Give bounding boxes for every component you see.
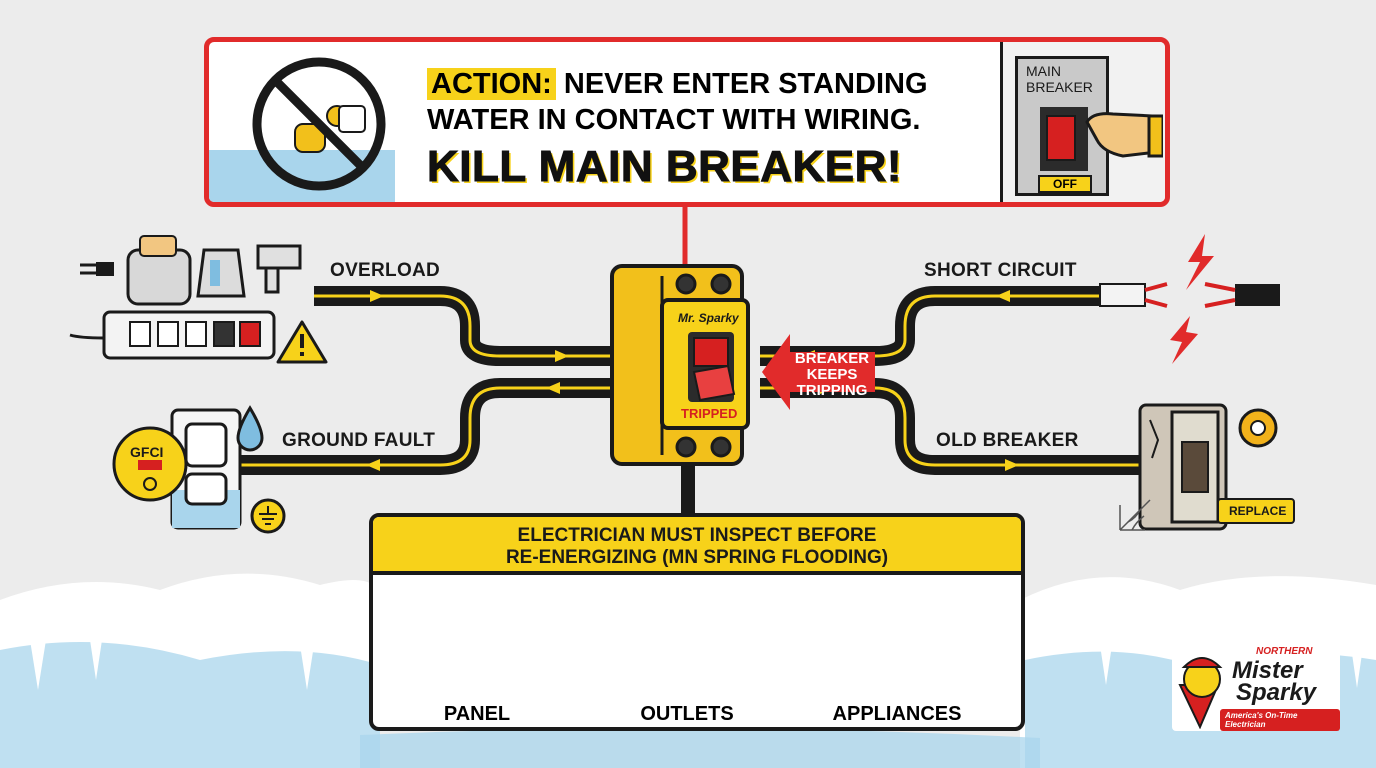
- ground-symbol-icon: [250, 498, 286, 534]
- alert-line-1: ACTION: NEVER ENTER STANDING: [427, 68, 928, 101]
- kettle-icon: [196, 248, 246, 298]
- logo-line-1: Mister: [1232, 657, 1303, 684]
- outlets-label: OUTLETS: [640, 703, 734, 725]
- power-strip-icon: [69, 310, 276, 360]
- gfci-label: GFCI: [130, 444, 164, 460]
- inspection-title-2: RE-ENERGIZING (MN SPRING FLOODING): [505, 547, 889, 568]
- action-label: ACTION:: [427, 68, 556, 100]
- off-label: OFF: [1038, 175, 1092, 193]
- hand-icon: [1085, 112, 1163, 158]
- plug-icon: [80, 262, 114, 276]
- frayed-wires-icon: [1099, 282, 1280, 308]
- tripping-line-1: BREAKER: [794, 350, 870, 367]
- wet-outlet-icon: [170, 408, 242, 530]
- wire-highlights: [240, 294, 1140, 467]
- gfci-badge: [112, 426, 188, 502]
- cobweb-icon: [1119, 499, 1151, 531]
- mister-sparky-logo: NORTHERN Mister Sparky America's On-Time…: [1172, 643, 1340, 731]
- mascot-icon: [1178, 657, 1223, 729]
- inspection-title-1: ELECTRICIAN MUST INSPECT BEFORE: [517, 525, 877, 546]
- ground-fault-label: GROUND FAULT: [282, 430, 436, 451]
- alert-line-1-rest: NEVER ENTER STANDING: [563, 68, 928, 100]
- alert-card: ACTION: NEVER ENTER STANDING WATER IN CO…: [204, 37, 1170, 207]
- short-circuit-label: SHORT CIRCUIT: [924, 260, 1077, 281]
- inspection-header: ELECTRICIAN MUST INSPECT BEFORE RE-ENERG…: [373, 517, 1021, 575]
- water-drop-icon: [236, 405, 264, 452]
- appliances-label: APPLIANCES: [832, 703, 962, 725]
- overload-label: OVERLOAD: [330, 260, 441, 281]
- warning-icon: [276, 320, 328, 364]
- main-breaker-label-1: MAIN: [1026, 63, 1061, 79]
- logo-line-2: Sparky: [1236, 679, 1317, 706]
- tripped-breaker: [610, 264, 750, 466]
- tripping-arrow: [762, 334, 875, 410]
- main-breaker-box: MAIN BREAKER OFF: [1015, 56, 1109, 196]
- spark-icon: [1170, 234, 1214, 364]
- panel-label: PANEL: [443, 703, 511, 725]
- old-breaker-icon: [1138, 403, 1228, 531]
- main-breaker-switch: [1040, 107, 1088, 171]
- tripped-label: TRIPPED: [681, 406, 738, 421]
- main-breaker-label-2: BREAKER: [1026, 79, 1093, 95]
- tripping-line-3: TRIPPING: [796, 382, 868, 399]
- logo-tagline: America's On-Time Electrician: [1220, 709, 1340, 731]
- replace-tag: [1217, 498, 1295, 524]
- main-breaker-panel: MAIN BREAKER OFF: [1000, 42, 1165, 202]
- tripping-line-2: KEEPS: [806, 366, 858, 383]
- gear-icon: [1238, 408, 1278, 448]
- replace-label: REPLACE: [1229, 504, 1287, 518]
- no-wading-icon: [209, 57, 395, 202]
- toaster-icon: [126, 235, 192, 306]
- old-breaker-label: OLD BREAKER: [936, 430, 1079, 451]
- alert-line-2: WATER IN CONTACT WITH WIRING.: [427, 104, 921, 136]
- hair-dryer-icon: [256, 244, 302, 294]
- alert-headline: KILL MAIN BREAKER!: [426, 142, 903, 192]
- inspection-card: ELECTRICIAN MUST INSPECT BEFORE RE-ENERG…: [369, 513, 1025, 731]
- logo-northern: NORTHERN: [1256, 646, 1313, 657]
- breaker-brand: Mr. Sparky: [678, 311, 739, 325]
